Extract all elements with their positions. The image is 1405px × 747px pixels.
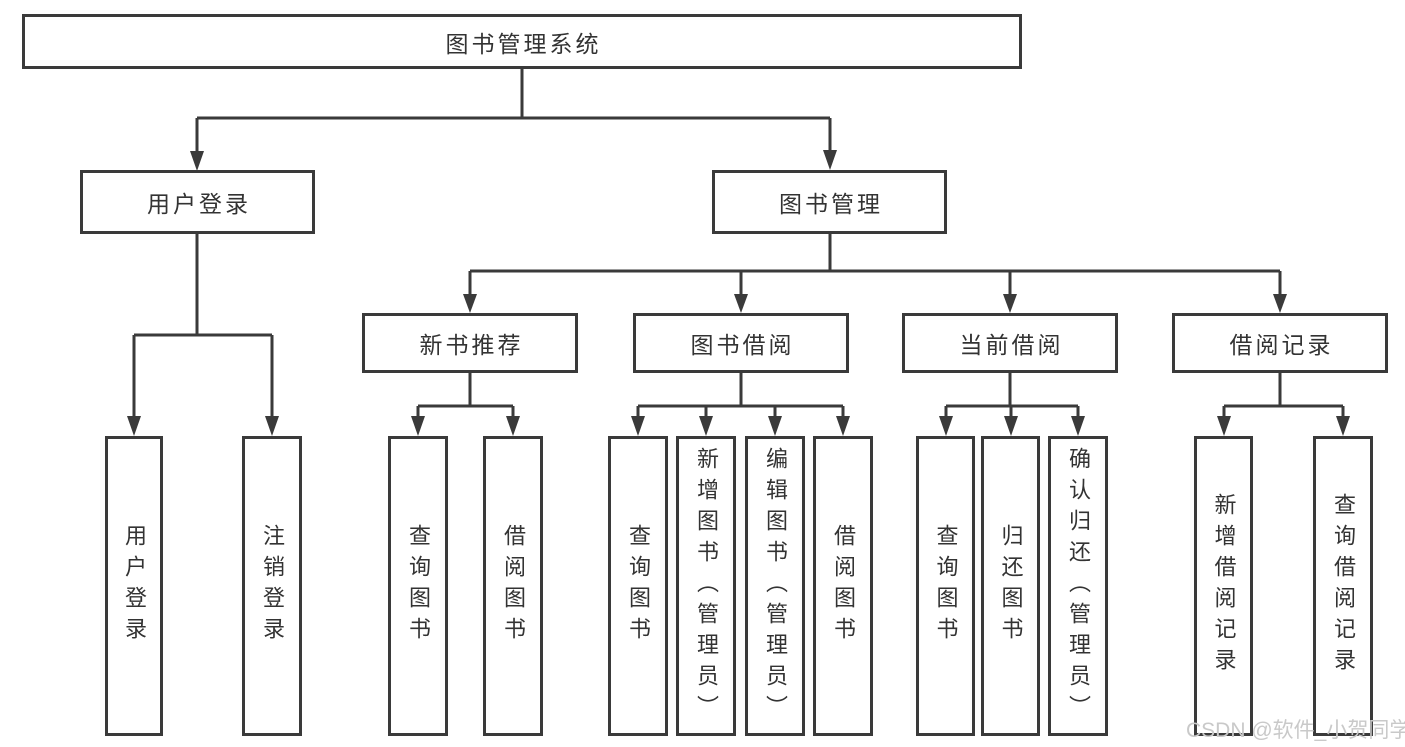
edge-user-login-to-leaves xyxy=(127,234,279,436)
node-label: 当前借阅 xyxy=(959,332,1064,358)
leaf-logout: 注销登录 xyxy=(242,436,302,736)
node-borrow-record: 借阅记录 xyxy=(1172,313,1388,373)
leaf-query-books-3: 查询图书 xyxy=(916,436,975,736)
node-label: 借阅图书 xyxy=(831,524,856,648)
node-label: 注销登录 xyxy=(260,524,285,648)
node-label: 确认归还（管理员） xyxy=(1066,446,1091,726)
node-root-system: 图书管理系统 xyxy=(22,14,1022,69)
leaf-query-books-1: 查询图书 xyxy=(388,436,448,736)
edge-root-to-level2 xyxy=(190,69,837,171)
edge-new-book-rec-to-leaves xyxy=(411,373,520,436)
node-label: 用户登录 xyxy=(122,524,147,648)
node-current-borrow: 当前借阅 xyxy=(902,313,1118,373)
leaf-query-books-2: 查询图书 xyxy=(608,436,668,736)
edge-current-borrow-to-leaves xyxy=(939,373,1085,436)
node-label: 借阅记录 xyxy=(1229,332,1334,358)
node-label: 新书推荐 xyxy=(419,332,524,358)
node-label: 用户登录 xyxy=(147,191,251,217)
node-label: 新增图书（管理员） xyxy=(694,446,719,726)
leaf-borrow-books-1: 借阅图书 xyxy=(483,436,543,736)
leaf-confirm-return-admin: 确认归还（管理员） xyxy=(1048,436,1108,736)
node-label: 图书管理系统 xyxy=(445,30,602,57)
node-label: 编辑图书（管理员） xyxy=(763,446,788,726)
leaf-return-books: 归还图书 xyxy=(981,436,1040,736)
leaf-edit-books-admin: 编辑图书（管理员） xyxy=(745,436,805,736)
node-label: 查询图书 xyxy=(933,524,959,648)
node-label: 查询借阅记录 xyxy=(1331,493,1356,679)
node-label: 新增借阅记录 xyxy=(1211,493,1237,679)
node-user-login: 用户登录 xyxy=(80,170,315,234)
node-label: 图书借阅 xyxy=(690,332,795,358)
node-label: 归还图书 xyxy=(998,524,1024,648)
leaf-add-books-admin: 新增图书（管理员） xyxy=(676,436,736,736)
node-new-book-recommend: 新书推荐 xyxy=(362,313,578,373)
node-label: 图书管理 xyxy=(779,191,883,217)
csdn-watermark: CSDN @软件_小贺同学 xyxy=(1186,719,1405,742)
node-label: 查询图书 xyxy=(406,524,431,648)
node-book-management: 图书管理 xyxy=(712,170,947,234)
leaf-borrow-books-2: 借阅图书 xyxy=(813,436,873,736)
node-label: 查询图书 xyxy=(626,524,651,648)
leaf-user-login: 用户登录 xyxy=(105,436,163,736)
node-book-borrow: 图书借阅 xyxy=(633,313,849,373)
node-label: 借阅图书 xyxy=(501,524,526,648)
edge-borrow-record-to-leaves xyxy=(1217,373,1350,436)
edge-book-management-to-level3 xyxy=(463,234,1287,313)
leaf-add-borrow-record: 新增借阅记录 xyxy=(1194,436,1253,736)
edge-book-borrow-to-leaves xyxy=(631,373,850,436)
leaf-query-borrow-record: 查询借阅记录 xyxy=(1313,436,1373,736)
